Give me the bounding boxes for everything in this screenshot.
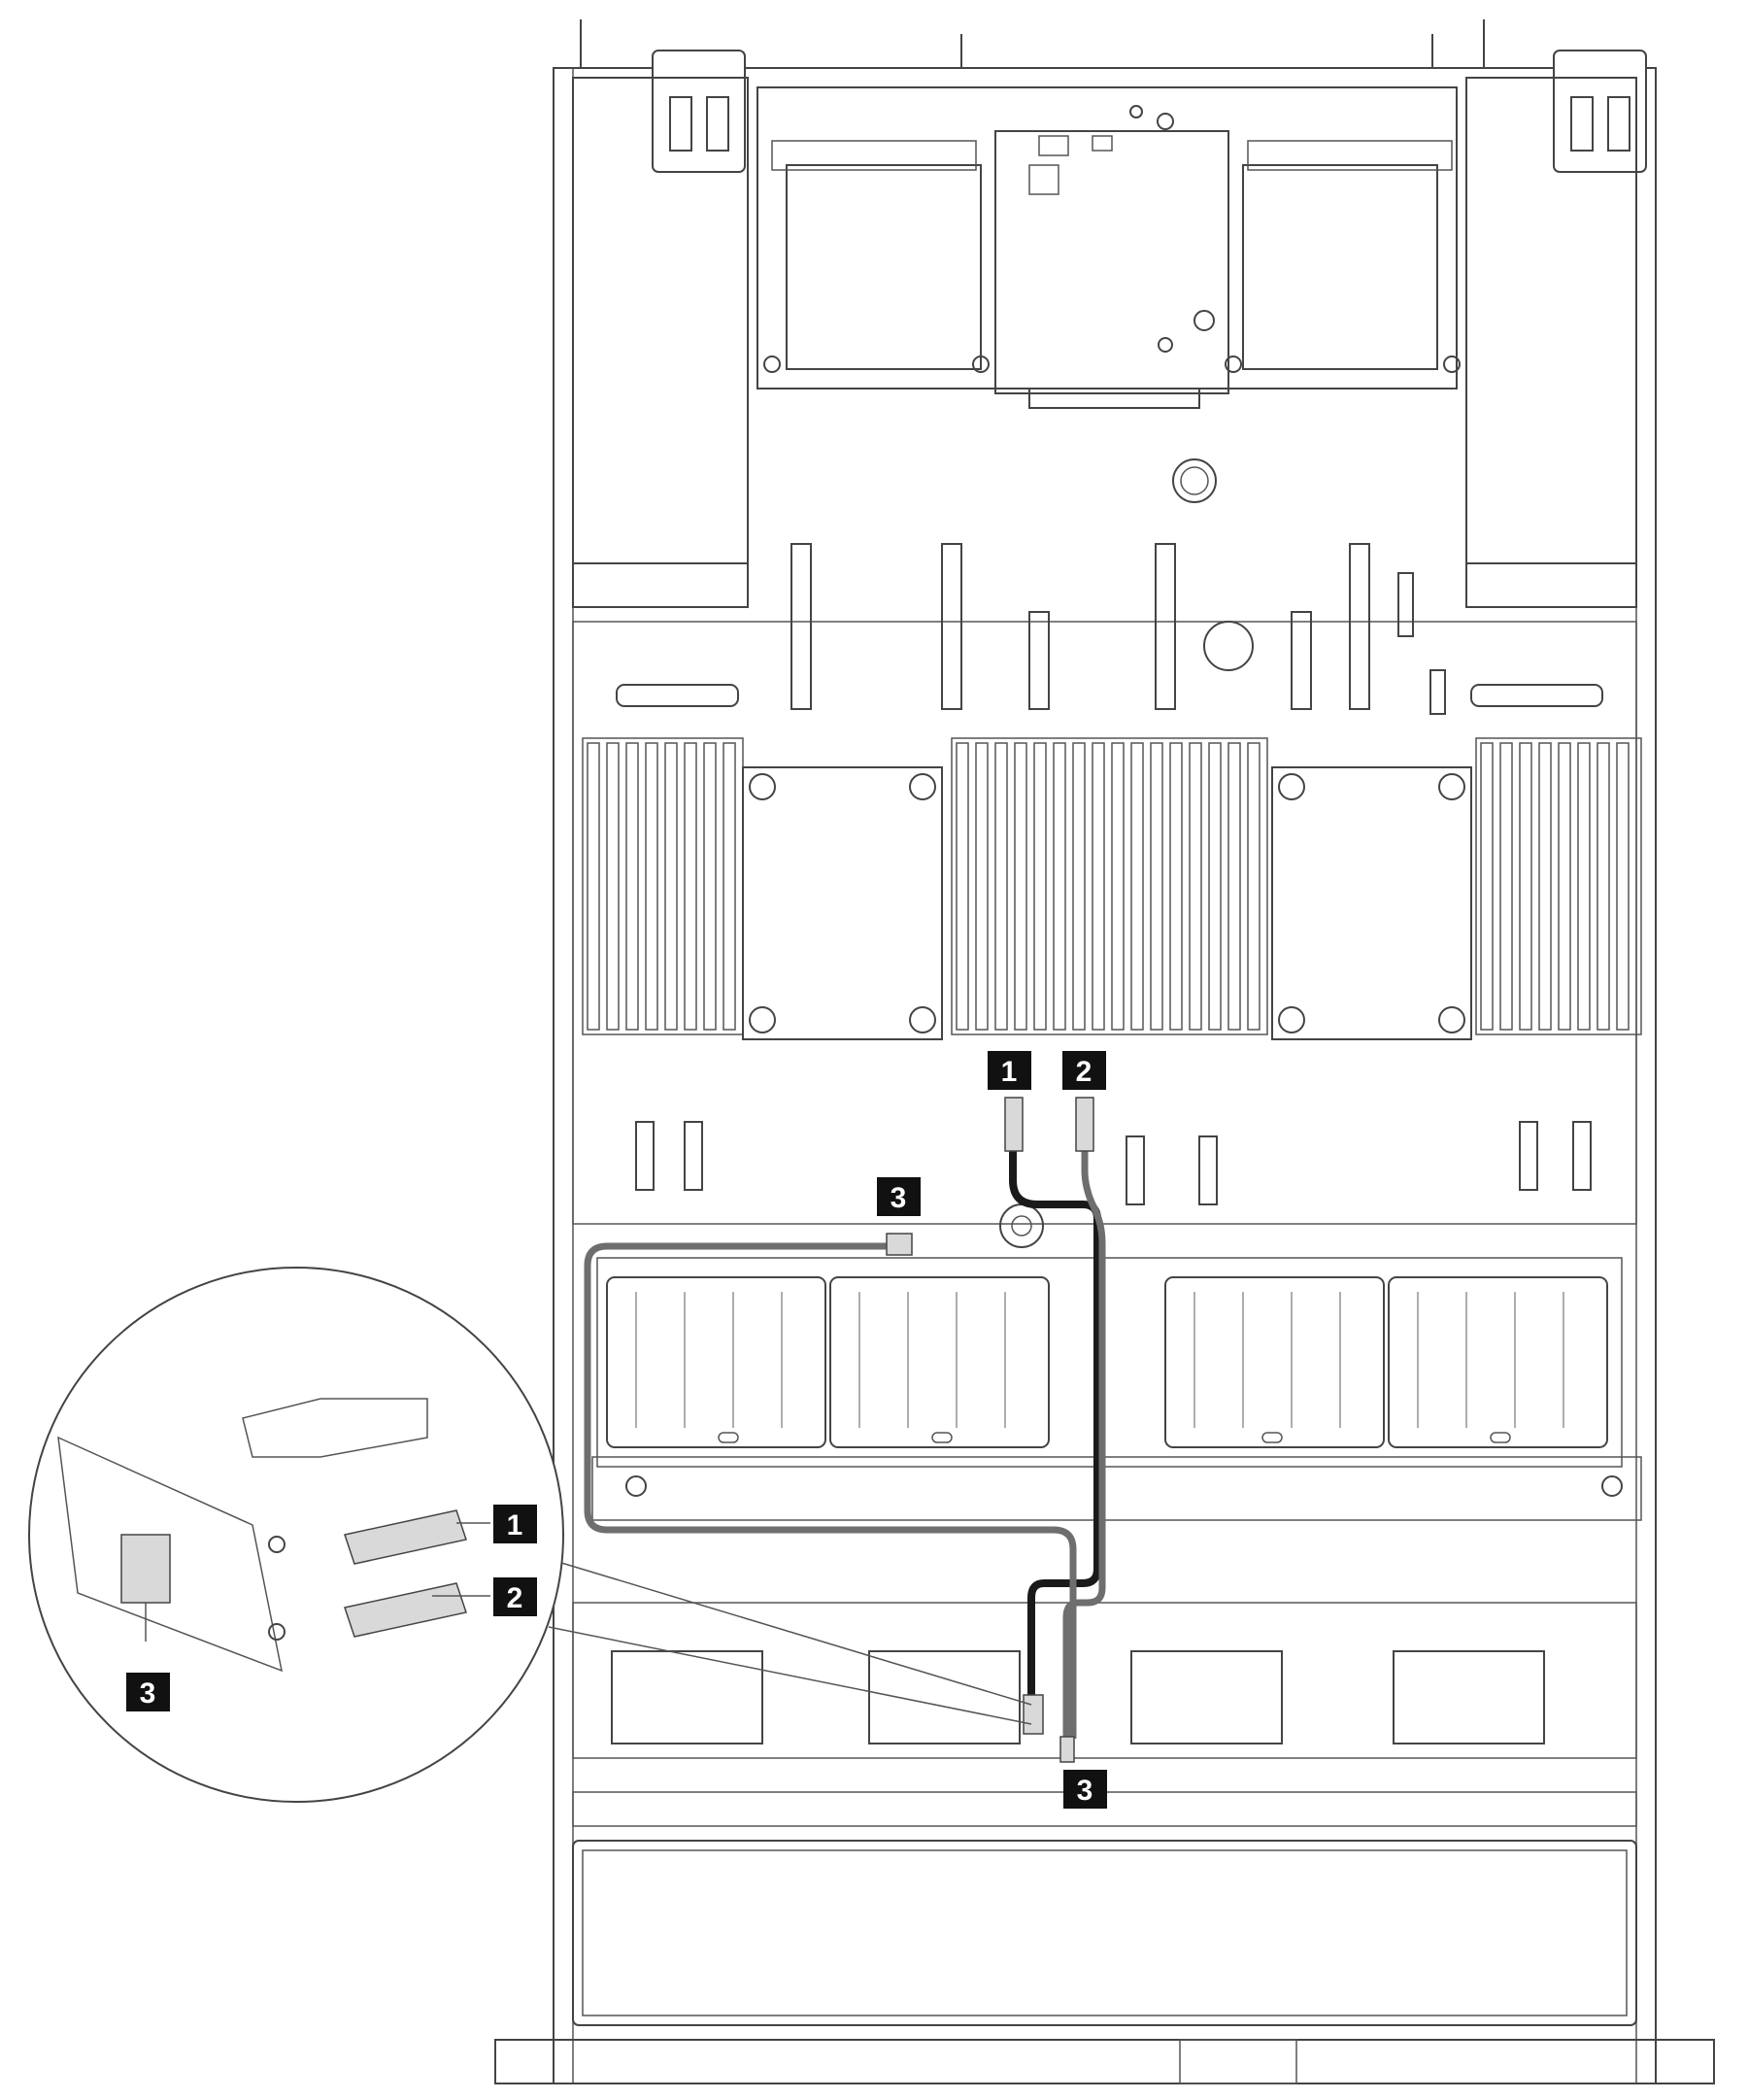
dimm-slot xyxy=(956,742,969,1031)
dimm-slot xyxy=(684,742,697,1031)
dimm-slot xyxy=(1014,742,1027,1031)
callout-3-top-label: 3 xyxy=(891,1182,907,1214)
dimm-slot xyxy=(625,742,639,1031)
dimm-bank-center xyxy=(951,737,1268,1035)
dimm-slot xyxy=(1247,742,1261,1031)
connector-1-backplane xyxy=(1023,1694,1044,1735)
callout-3-zoom: 3 xyxy=(126,1673,170,1711)
dimm-slot xyxy=(1538,742,1552,1031)
cable-routing xyxy=(584,1097,1106,1763)
dimm-slot xyxy=(975,742,989,1031)
fan-2 xyxy=(829,1276,1050,1448)
fan-cage xyxy=(591,1257,1642,1521)
dimm-slot xyxy=(1033,742,1047,1031)
cable-1 xyxy=(1009,1141,1101,1719)
dimm-slot xyxy=(994,742,1008,1031)
dimm-slot xyxy=(1227,742,1241,1031)
cpu-socket-1 xyxy=(742,766,943,1040)
dimm-slot xyxy=(587,742,600,1031)
dimm-slot xyxy=(1499,742,1513,1031)
callout-3-top: 3 xyxy=(877,1177,921,1216)
dimm-slot xyxy=(1092,742,1105,1031)
fan-4 xyxy=(1388,1276,1608,1448)
callout-2-zoom: 2 xyxy=(493,1577,537,1616)
dimm-slot xyxy=(1169,742,1183,1031)
connector-2-board xyxy=(1075,1097,1094,1152)
system-board xyxy=(572,458,1642,1248)
dimm-slot xyxy=(1130,742,1144,1031)
dimm-slot xyxy=(1072,742,1086,1031)
dimm-slot xyxy=(1616,742,1630,1031)
dimm-slot xyxy=(1558,742,1571,1031)
dimm-slot xyxy=(1150,742,1163,1031)
callout-3-bottom-label: 3 xyxy=(1077,1775,1093,1807)
dimm-slot xyxy=(1053,742,1066,1031)
callout-3-zoom-label: 3 xyxy=(140,1677,156,1710)
connector-3-backplane xyxy=(1059,1736,1075,1763)
callout-1-zoom: 1 xyxy=(493,1505,537,1543)
callout-2-main: 2 xyxy=(1062,1051,1106,1090)
callout-1-label: 1 xyxy=(1001,1056,1018,1088)
dimm-slot xyxy=(1577,742,1591,1031)
connector-1-board xyxy=(1004,1097,1024,1152)
callout-1-main: 1 xyxy=(988,1051,1031,1090)
front-drive-bezel xyxy=(572,1840,1637,2026)
zoom-connector-1 xyxy=(344,1509,467,1565)
connector-3-board xyxy=(886,1233,913,1256)
dimm-slot xyxy=(1480,742,1494,1031)
dimm-slot xyxy=(606,742,620,1031)
callout-2-label: 2 xyxy=(1076,1056,1092,1088)
dimm-slot xyxy=(1519,742,1532,1031)
callout-2-zoom-label: 2 xyxy=(507,1582,523,1614)
callout-3-bottom: 3 xyxy=(1063,1770,1107,1809)
callout-1-zoom-label: 1 xyxy=(507,1509,523,1541)
fan-1 xyxy=(606,1276,826,1448)
dimm-slot xyxy=(1111,742,1125,1031)
cpu-socket-2 xyxy=(1271,766,1472,1040)
rear-psu-bays xyxy=(572,77,1637,608)
fan-3 xyxy=(1164,1276,1385,1448)
zoom-detail xyxy=(28,1267,1032,1803)
dimm-slot xyxy=(723,742,736,1031)
drive-backplane-area xyxy=(494,1602,1715,2084)
dimm-slot xyxy=(703,742,717,1031)
dimm-slot xyxy=(664,742,678,1031)
dimm-bank-right xyxy=(1475,737,1642,1035)
cable-3 xyxy=(584,1242,1077,1739)
dimm-slot xyxy=(1208,742,1222,1031)
zoom-circle xyxy=(28,1267,564,1803)
dimm-slot xyxy=(1597,742,1610,1031)
dimm-slot xyxy=(1189,742,1202,1031)
zoom-connector-3 xyxy=(120,1534,171,1604)
dimm-slot xyxy=(645,742,658,1031)
